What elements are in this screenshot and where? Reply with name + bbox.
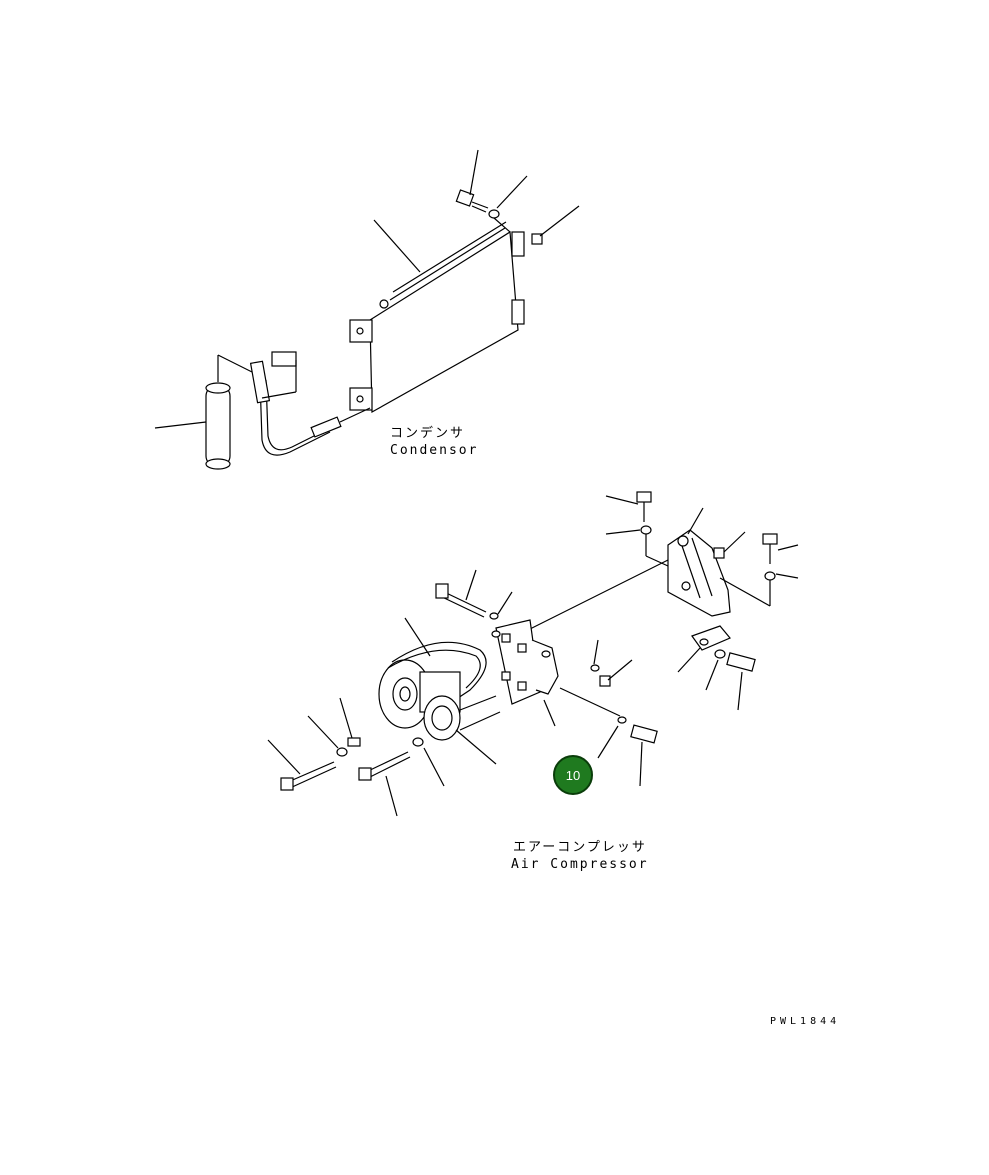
- condenser-assembly: [154, 149, 580, 470]
- bracket-bolt-right: [762, 533, 778, 545]
- plate-bolt: [726, 652, 756, 672]
- clip: [347, 737, 361, 747]
- compressor-label-en: Air Compressor: [511, 857, 649, 872]
- compressor-assembly: [267, 491, 799, 817]
- hose-fitting: [249, 360, 271, 404]
- compressor-bolt-lower: [358, 767, 372, 781]
- mount-bolt-long: [435, 583, 449, 599]
- tension-nut: [599, 675, 611, 687]
- receiver-drier: [205, 385, 231, 467]
- condenser-clip-mid: [511, 299, 525, 325]
- bracket-nut: [713, 547, 725, 559]
- condenser-nut: [531, 233, 543, 245]
- compressor-mount-plate: [495, 619, 541, 705]
- callout-badge[interactable]: 10: [553, 755, 593, 795]
- compressor-upper-bracket: [667, 529, 731, 617]
- pipe-union: [310, 416, 342, 438]
- compressor-bolt-left: [280, 777, 294, 791]
- bracket-bolt-top: [636, 491, 652, 503]
- refrigerant-hose: [259, 379, 331, 456]
- adjust-plate: [691, 625, 731, 651]
- tension-bracket: [531, 639, 559, 695]
- condenser-washer: [488, 209, 500, 219]
- condenser-core: [369, 230, 519, 414]
- condenser-clip-top: [511, 231, 525, 257]
- drawing-code: PWL1844: [770, 1016, 841, 1027]
- tension-bolt: [630, 724, 658, 744]
- condenser-bolt: [455, 189, 475, 207]
- pipe-connector: [271, 351, 297, 367]
- drive-belt: [391, 641, 487, 711]
- condenser-label-en: Condensor: [390, 443, 479, 458]
- compressor-label-jp: エアーコンプレッサ: [513, 840, 647, 855]
- condenser-label-jp: コンデンサ: [390, 426, 466, 441]
